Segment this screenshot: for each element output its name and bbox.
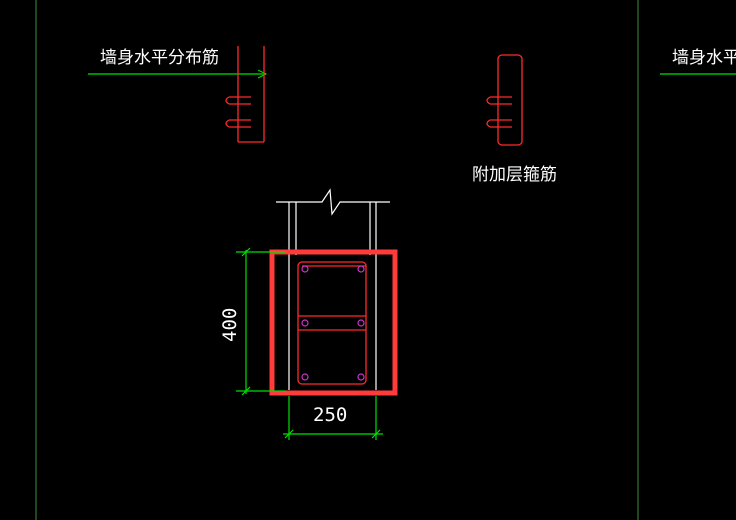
label-wall-horizontal-bar-cut: 墙身水平分 bbox=[672, 48, 736, 68]
label-wall-horizontal-bar: 墙身水平分布筋 bbox=[100, 48, 219, 68]
label-additional-stirrup: 附加层箍筋 bbox=[472, 165, 557, 185]
additional-stirrup-detail bbox=[486, 54, 523, 146]
dimension-height bbox=[236, 247, 286, 396]
dimension-height-text: 400 bbox=[219, 308, 241, 342]
dimension-width bbox=[283, 396, 383, 440]
longitudinal-bars bbox=[301, 265, 365, 381]
wall-tie-detail-left bbox=[225, 46, 265, 143]
highlight-box bbox=[269, 249, 398, 396]
leader-arrow-left bbox=[257, 69, 268, 79]
dimension-width-text: 250 bbox=[313, 404, 347, 426]
wall-section-outline bbox=[276, 188, 390, 390]
stirrup-cage bbox=[297, 261, 367, 385]
